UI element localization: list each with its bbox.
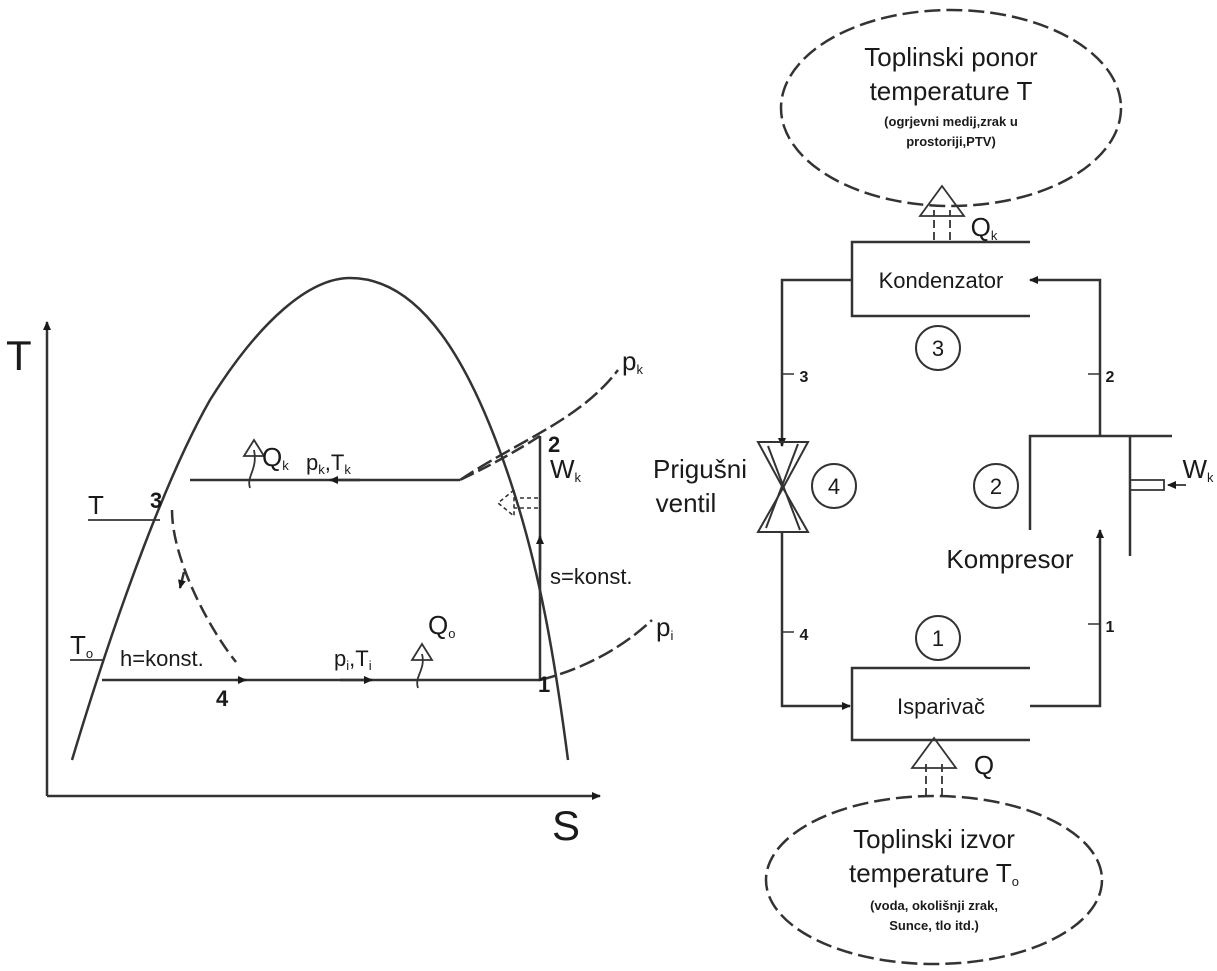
qk-ts-label: Qk: [262, 442, 289, 473]
w-cycle-label: Wk: [1182, 454, 1214, 485]
pk-isobar: [459, 369, 619, 482]
source-line-4: Sunce, tlo itd.): [889, 918, 979, 933]
pk-label: pk: [622, 346, 643, 377]
qk-arrowhead: [242, 438, 266, 457]
pk-tk-label: pk,Tk: [306, 450, 351, 477]
saturation-dome: [70, 276, 570, 761]
ts-point-3: 3: [150, 488, 162, 513]
heat-sink-ellipse: [779, 8, 1123, 208]
throttling-line: [170, 509, 237, 663]
source-line-3: (voda, okolišnji zrak,: [870, 898, 998, 913]
ts-point-4: 4: [216, 686, 229, 711]
cycle-diagram: [756, 8, 1186, 966]
qk-cycle-heat-arrow: [933, 210, 951, 240]
s-konst-label: s=konst.: [550, 564, 633, 589]
sink-line-2: temperature T: [870, 76, 1033, 106]
condenser-label: Kondenzator: [879, 268, 1004, 293]
circle-2: [973, 463, 1019, 509]
source-line-1: Toplinski izvor: [853, 824, 1015, 854]
ts-diagram: [43, 276, 653, 800]
line-1-label: 1: [1106, 619, 1115, 636]
qo-ts-label: Qo: [428, 610, 455, 641]
circle-1-label: 1: [932, 626, 944, 651]
wk-arrow: [496, 488, 538, 518]
qo-arrowhead: [410, 642, 434, 661]
evaporator-label: Isparivač: [897, 694, 985, 719]
compressor-label: Kompresor: [946, 544, 1073, 574]
qk-cycle-arrowhead: [918, 184, 966, 217]
ts-labels: T S pk pi Qk pk,Tk Qo pi,Ti Wk T To h=ko…: [6, 332, 673, 849]
sink-line-4: prostoriji,PTV): [906, 134, 996, 149]
circle-4-label: 4: [828, 474, 840, 499]
sink-line-1: Toplinski ponor: [864, 42, 1038, 72]
valve-label-1: Prigušni: [653, 454, 747, 484]
qk-heat-arrow: [248, 449, 256, 489]
pi-ti-label: pi,Ti: [334, 646, 372, 673]
heat-source-ellipse: [764, 794, 1104, 966]
circle-3: [915, 325, 961, 371]
q-cycle-label: Q: [974, 750, 994, 780]
line-2-label: 2: [1106, 369, 1115, 386]
source-line-2: temperature To: [849, 858, 1019, 889]
cycle-labels: Toplinski ponor temperature T (ogrjevni …: [653, 42, 1214, 933]
pi-label: pi: [656, 612, 673, 643]
valve-cross-1: [767, 445, 801, 531]
line-evaporator-to-compressor: [1030, 529, 1104, 708]
h-konst-label: h=konst.: [120, 646, 204, 671]
qo-heat-arrow: [416, 653, 424, 689]
evaporator-box: [850, 666, 1030, 742]
compressor-body: [1028, 434, 1172, 556]
t-axis-label: T: [6, 332, 32, 379]
circle-4: [811, 463, 857, 509]
circle-3-label: 3: [932, 336, 944, 361]
line-3-label: 3: [800, 369, 809, 386]
compressor-shaft: [1130, 479, 1165, 491]
pi-isobar: [539, 619, 653, 682]
wk-ts-label: Wk: [550, 454, 582, 485]
t-level-label: T: [88, 490, 104, 520]
qk-cycle-label: Qk: [971, 212, 998, 243]
throttling-arrow: [178, 571, 186, 589]
circle-1: [915, 615, 961, 661]
sink-line-3: (ogrjevni medij,zrak u: [884, 114, 1018, 129]
expansion-valve: [756, 441, 810, 533]
line-condenser-to-valve: [778, 278, 852, 447]
valve-cross-2: [765, 443, 799, 529]
line-4-label: 4: [800, 627, 809, 644]
ts-point-2: 2: [548, 432, 560, 457]
valve-label-2: ventil: [656, 488, 717, 518]
line-valve-to-evaporator: [780, 532, 851, 710]
q-source-arrowhead: [910, 736, 958, 769]
ts-point-1: 1: [538, 672, 550, 697]
circle-2-label: 2: [990, 474, 1002, 499]
s-axis-label: S: [552, 802, 580, 849]
t0-level-label: To: [70, 630, 93, 661]
line-compressor-to-condenser: [1029, 276, 1102, 436]
